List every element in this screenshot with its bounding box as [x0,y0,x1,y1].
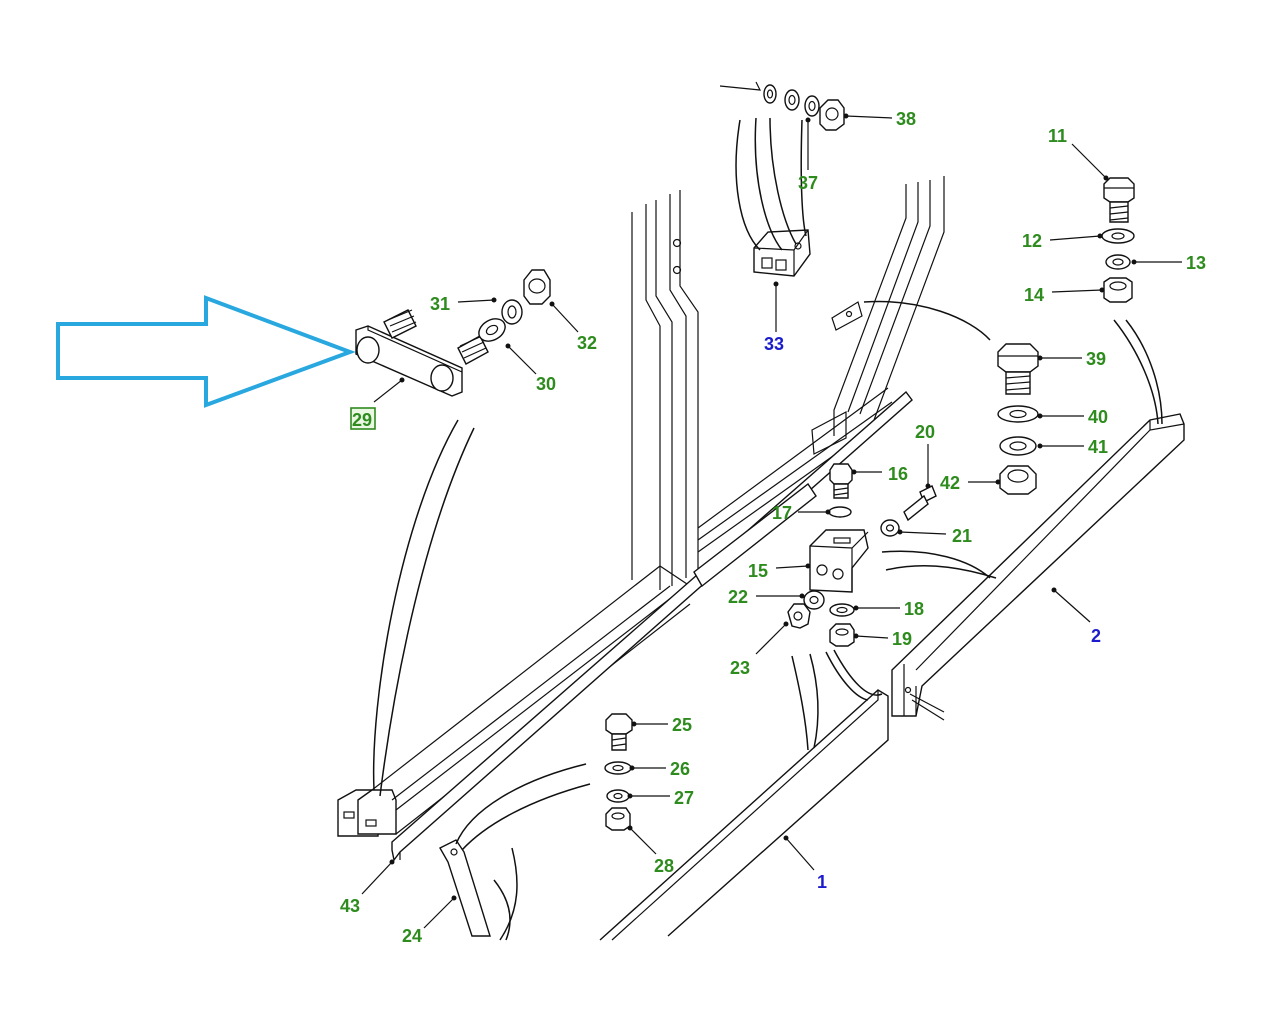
part-29-stud-plate [355,309,489,397]
bolt-25 [605,713,633,751]
callout-40: 40 [1088,407,1108,427]
washer-12 [1101,228,1135,244]
nut-32 [523,269,551,305]
callout-28: 28 [654,856,674,876]
nut-42 [999,465,1037,495]
callout-29: 29 [352,410,372,430]
callout-2: 2 [1091,626,1101,646]
bolt-20 [903,485,937,522]
callout-21: 21 [952,526,972,546]
nut-23 [787,603,811,629]
outer-sill-2 [891,413,1185,721]
spring-washer-41 [999,436,1037,456]
washer-30 [478,318,506,342]
callout-18: 18 [904,599,924,619]
nut-28 [605,807,631,831]
callout-32: 32 [577,333,597,353]
callout-16: 16 [888,464,908,484]
callout-27: 27 [674,788,694,808]
leader-lines [361,113,1182,929]
callout-37: 37 [798,173,818,193]
callout-29-box [350,407,376,430]
bracket-24 [439,839,491,937]
callout-23: 23 [730,658,750,678]
callout-17: 17 [772,503,792,523]
callout-41: 41 [1088,437,1108,457]
callout-24: 24 [402,926,422,946]
callout-26: 26 [670,759,690,779]
callout-25: 25 [672,715,692,735]
callout-1: 1 [817,872,827,892]
spring-washer-31 [501,299,523,325]
callout-12: 12 [1022,231,1042,251]
callout-labels: 1 2 11 12 13 14 15 16 17 18 19 20 21 22 … [340,109,1206,946]
callout-22: 22 [728,587,748,607]
spring-washer-18 [829,603,855,617]
washer-26 [604,761,632,775]
door-frame [631,176,945,590]
callout-33: 33 [764,334,784,354]
outer-sill-1 [599,689,889,941]
inner-sill-43 [337,390,913,862]
bolt-39 [997,343,1039,395]
nut-19 [829,623,855,647]
washer-22 [803,590,825,610]
nut-14 [1103,277,1133,303]
bolt-16 [829,463,853,499]
spring-washer-27 [606,789,630,803]
washer-40 [997,405,1039,423]
highlight-arrow-icon [56,295,356,408]
callout-30: 30 [536,374,556,394]
bracket-33 [719,81,811,277]
callout-39: 39 [1086,349,1106,369]
assembly-curves [372,117,1163,941]
callout-38: 38 [896,109,916,129]
washer-21 [880,519,900,537]
spring-washer-13 [1105,254,1131,270]
bracket-15 [809,529,869,593]
callout-13: 13 [1186,253,1206,273]
callout-15: 15 [748,561,768,581]
callout-19: 19 [892,629,912,649]
callout-14: 14 [1024,285,1044,305]
callout-42: 42 [940,473,960,493]
washer-17 [828,506,852,518]
callout-20: 20 [915,422,935,442]
callout-11: 11 [1048,126,1067,146]
nut-38 [819,99,845,131]
bolt-11 [1103,177,1135,223]
callout-31: 31 [430,294,450,314]
washer-stack-37 [763,84,820,117]
callout-43: 43 [340,896,360,916]
